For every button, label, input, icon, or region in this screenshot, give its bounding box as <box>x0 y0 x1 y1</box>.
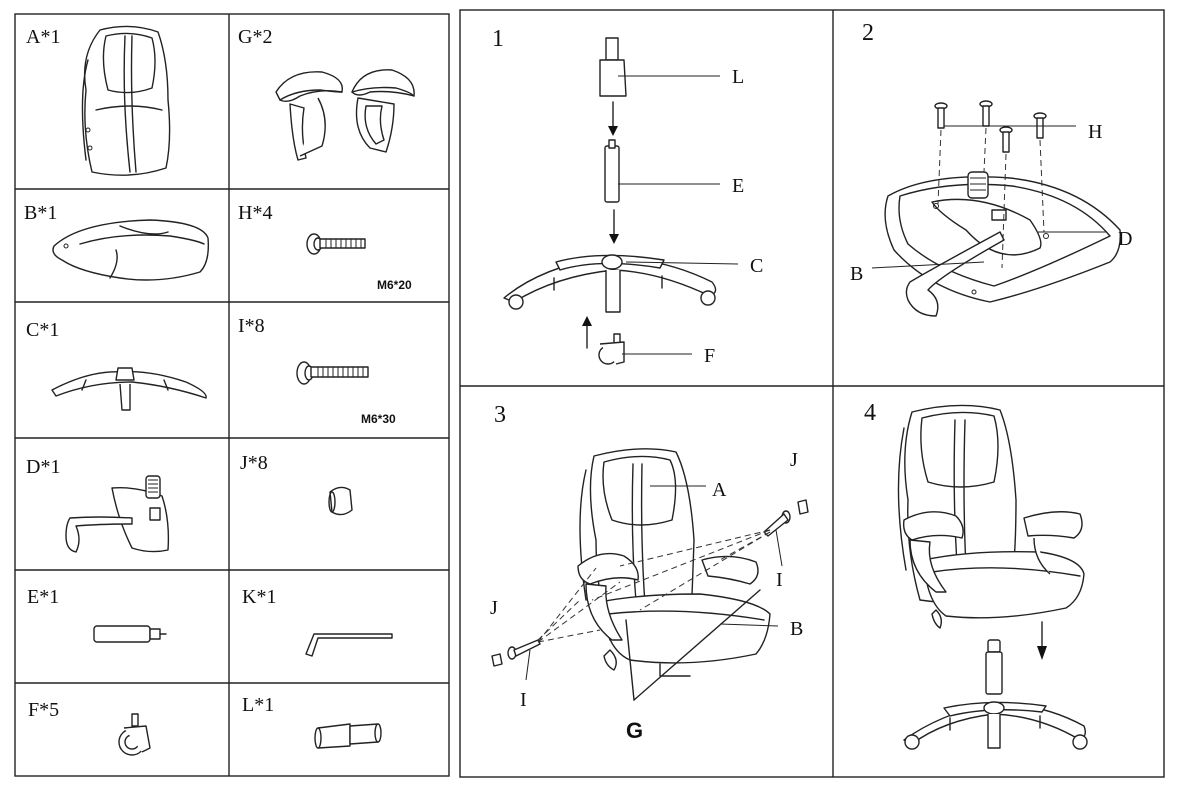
assembly-steps: 1 2 3 4 L E C <box>459 9 1165 778</box>
step-number-1: 1 <box>492 26 504 52</box>
callout-i-left: I <box>520 689 527 711</box>
step-1-drawing: L E C F <box>503 37 763 367</box>
step-number-2: 2 <box>862 20 874 46</box>
callout-g: G <box>626 718 643 743</box>
part-label-g: G*2 <box>238 26 272 48</box>
mechanism-drawing <box>65 475 170 553</box>
part-spec-i: M6*30 <box>361 412 396 426</box>
step-number-4: 4 <box>864 400 876 426</box>
callout-j-right: J <box>790 449 798 471</box>
part-label-h: H*4 <box>238 202 272 224</box>
hex-key-drawing <box>305 633 393 657</box>
cap-drawing <box>328 486 353 516</box>
callout-f: F <box>704 345 715 367</box>
part-label-a: A*1 <box>26 26 60 48</box>
callout-c: C <box>750 255 763 277</box>
step-3-drawing: A J I B J I <box>490 448 809 743</box>
step-number-3: 3 <box>494 402 506 428</box>
callout-a: A <box>712 479 727 501</box>
part-label-j: J*8 <box>240 452 268 474</box>
callout-b-step2: B <box>850 263 863 285</box>
part-spec-h: M6*20 <box>377 278 412 292</box>
bolt-m6x30-drawing <box>296 361 369 385</box>
bolt-m6x20-drawing <box>306 233 366 255</box>
part-label-c: C*1 <box>26 319 59 341</box>
callout-j-left: J <box>490 597 498 619</box>
callout-l: L <box>732 66 744 88</box>
seat-drawing <box>52 219 210 281</box>
part-label-d: D*1 <box>26 456 60 478</box>
backrest-drawing <box>81 25 171 176</box>
cover-drawing <box>314 723 382 749</box>
part-label-f: F*5 <box>28 699 59 721</box>
step-4-drawing <box>897 404 1088 750</box>
callout-d: D <box>1118 228 1132 250</box>
armrests-drawing <box>275 69 415 161</box>
part-label-b: B*1 <box>24 202 57 224</box>
step-2-drawing: H D B <box>850 100 1132 317</box>
part-label-i: I*8 <box>238 315 265 337</box>
part-label-l: L*1 <box>242 694 274 716</box>
caster-drawing <box>118 713 151 756</box>
part-label-e: E*1 <box>27 586 59 608</box>
parts-list: A*1 G*2 B*1 H*4 M6*20 C*1 I*8 M6*30 D*1 … <box>14 13 450 777</box>
callout-i-right: I <box>776 569 783 591</box>
callout-e: E <box>732 175 744 197</box>
base-drawing <box>51 367 207 411</box>
gas-lift-drawing <box>93 625 167 643</box>
callout-b-step3: B <box>790 618 803 640</box>
part-label-k: K*1 <box>242 586 276 608</box>
callout-h: H <box>1088 121 1102 143</box>
